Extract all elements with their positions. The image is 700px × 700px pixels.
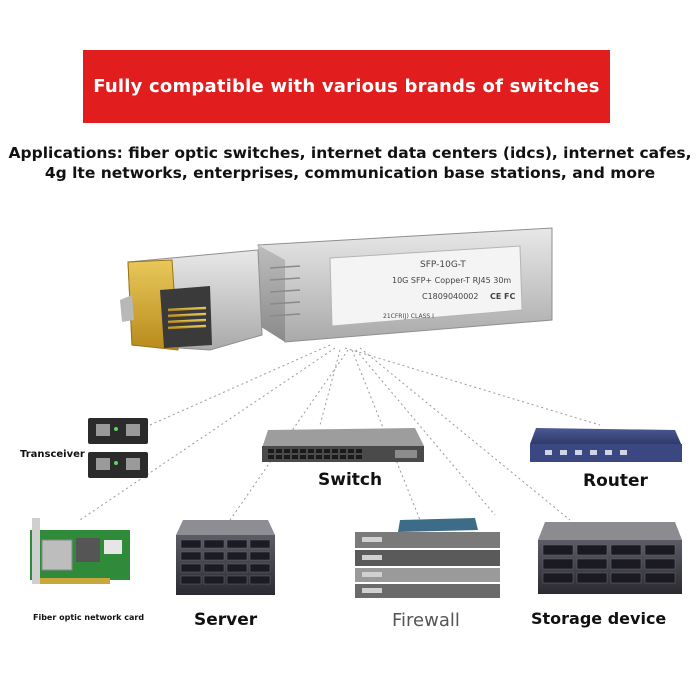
label-network-card: Fiber optic network card [33, 613, 145, 622]
applications-line-2: 4g lte networks, enterprises, communicat… [44, 164, 656, 182]
headline-banner: Fully compatible with various brands of … [83, 50, 610, 123]
storage-image [538, 522, 682, 594]
module-fc-mark: FC [504, 292, 516, 301]
applications-text: Applications: fiber optic switches, inte… [0, 143, 700, 183]
router-image [530, 428, 682, 462]
network-card-image [30, 518, 130, 584]
headline-text: Fully compatible with various brands of … [93, 76, 600, 97]
module-serial: C1809040002 [422, 292, 479, 301]
label-firewall: Firewall [392, 610, 460, 631]
module-ce-mark: CE [490, 292, 502, 301]
sfp-module-image [120, 227, 553, 351]
firewall-image [355, 518, 500, 598]
switch-image [262, 428, 424, 462]
label-router: Router [583, 471, 648, 491]
module-description: 10G SFP+ Copper-T RJ45 30m [392, 276, 512, 285]
module-class: 21CFR(J) CLASS I [383, 313, 434, 320]
applications-line-1: Applications: fiber optic switches, inte… [8, 144, 692, 162]
server-image [176, 520, 275, 595]
label-server: Server [194, 610, 258, 630]
label-storage: Storage device [531, 609, 667, 628]
label-transceiver: Transceiver [20, 449, 85, 460]
module-model: SFP-10G-T [420, 260, 466, 270]
label-switch: Switch [318, 470, 383, 490]
transceiver-image [88, 418, 148, 478]
